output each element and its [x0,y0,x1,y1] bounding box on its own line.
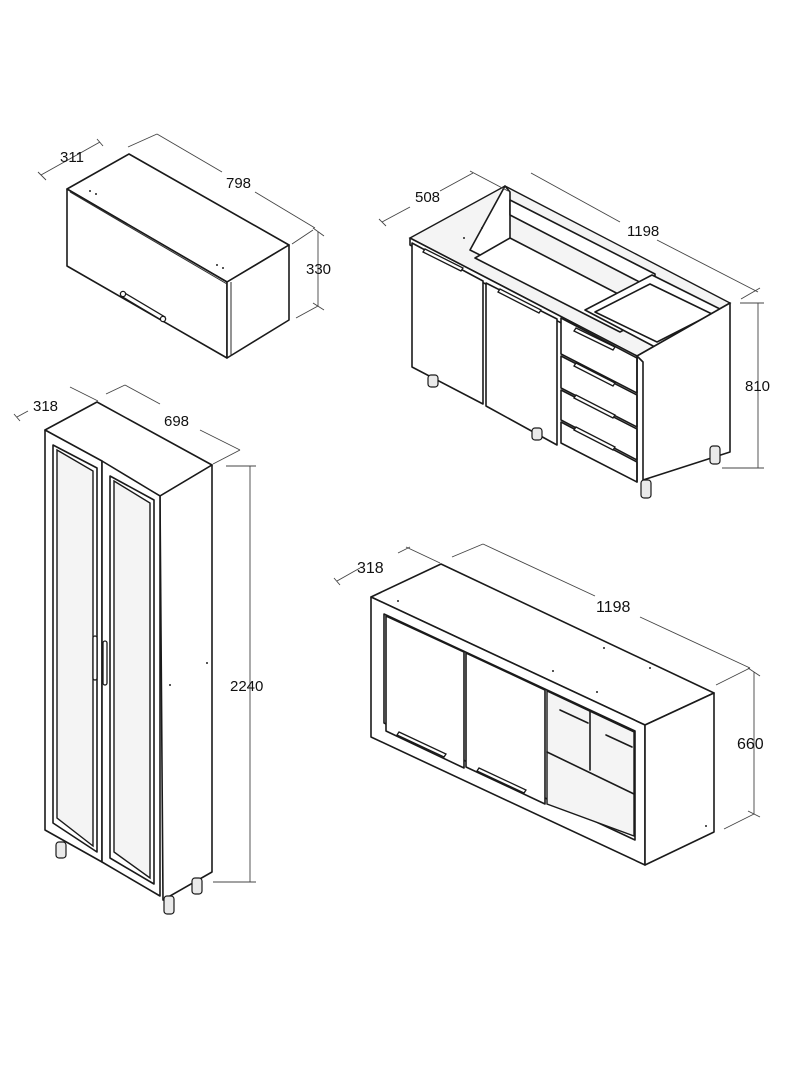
width-label: 798 [226,175,251,192]
width-label: 1198 [596,599,631,616]
side-panel [644,692,715,866]
flap-handle-right [476,767,527,794]
side-panel [636,302,731,481]
handle-left [92,635,98,681]
adjustable-feet [55,841,203,915]
depth-label: 508 [415,189,440,206]
wall-cabinet-small: 311 798 330 [37,133,331,359]
flap-door-left [385,615,465,769]
wall-cabinet-large: 318 1198 660 [333,543,764,866]
tall-cabinet: 318 698 2240 [13,384,263,915]
flap-door-right [465,652,546,805]
adjustable-feet [427,374,721,499]
depth-label: 318 [357,560,384,577]
door-handles [422,248,616,451]
width-label: 1198 [627,223,659,240]
height-label: 2240 [230,678,263,695]
height-label: 330 [306,261,331,278]
height-label: 660 [737,736,764,753]
side-panel [226,244,290,359]
width-label: 698 [164,413,189,430]
flap-handle-left [396,731,447,758]
height-label: 810 [745,378,770,395]
depth-label: 311 [60,149,84,166]
depth-label: 318 [33,398,58,415]
base-cabinet: 508 1198 810 [378,170,770,499]
side-panel [159,464,213,901]
handle-right [102,640,108,686]
